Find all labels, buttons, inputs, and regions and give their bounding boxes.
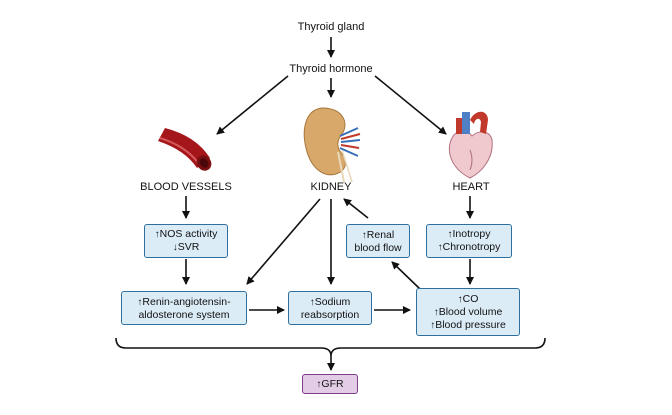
up-arrow-icon: ↑ (457, 293, 463, 305)
thyroid-hormone-label: Thyroid hormone (289, 63, 373, 75)
up-arrow-icon: ↑ (361, 229, 367, 241)
blood-vessel-illustration (158, 128, 212, 171)
up-arrow-icon: ↑ (309, 296, 315, 308)
renal-text: Renal (366, 228, 395, 241)
blood-vessels-label: BLOOD VESSELS (140, 181, 232, 193)
up-arrow-icon: ↑ (137, 296, 143, 308)
chronotropy-text: Chronotropy (442, 241, 501, 253)
nos-activity-box: ↑NOS activity ↓SVR (144, 224, 228, 258)
up-arrow-icon: ↑ (154, 229, 160, 240)
down-arrow-icon: ↓ (172, 242, 178, 253)
sodium-reabsorption-box: ↑Sodium reabsorption (288, 291, 372, 325)
raas-text-line2: aldosterone system (138, 308, 230, 321)
flow-arrows (115, 37, 546, 371)
blood-volume-text: Blood volume (438, 305, 503, 318)
up-arrow-icon: ↑ (316, 378, 322, 390)
up-arrow-icon: ↑ (433, 306, 439, 318)
up-arrow-icon: ↑ (430, 319, 436, 331)
up-arrow-icon: ↑ (437, 242, 443, 253)
raas-text-line1: Renin-angiotensin- (142, 295, 231, 308)
svr-text: SVR (177, 241, 200, 253)
thyroid-gland-label: Thyroid gland (297, 21, 365, 33)
blood-flow-text: blood flow (354, 241, 402, 254)
grouping-bracket (115, 337, 546, 357)
heart-illustration (448, 111, 493, 179)
up-arrow-icon: ↑ (447, 229, 453, 240)
inotropy-text: Inotropy (452, 228, 491, 240)
kidney-illustration (303, 107, 361, 183)
arrow-renal-to-kidney (343, 198, 369, 219)
raas-box: ↑Renin-angiotensin- aldosterone system (121, 291, 247, 325)
heart-label: HEART (452, 181, 490, 193)
arrow-co-to-renal (391, 261, 421, 290)
renal-blood-flow-box: ↑Renal blood flow (346, 224, 410, 258)
arrow-hormone-to-vessels (216, 75, 289, 135)
inotropy-box: ↑Inotropy ↑Chronotropy (426, 224, 512, 258)
gfr-box: ↑GFR (302, 374, 358, 394)
reabsorption-text: reabsorption (300, 308, 360, 321)
co-text: CO (462, 292, 479, 305)
nos-activity-text: NOS activity (159, 228, 218, 240)
gfr-text: GFR (321, 377, 344, 390)
arrow-hormone-to-heart (374, 75, 447, 135)
kidney-label: KIDNEY (310, 181, 352, 193)
co-blood-volume-pressure-box: ↑CO ↑Blood volume ↑Blood pressure (416, 288, 520, 336)
sodium-text: Sodium (314, 295, 351, 308)
arrow-kidney-to-raas (246, 198, 321, 285)
blood-pressure-text: Blood pressure (435, 318, 506, 331)
